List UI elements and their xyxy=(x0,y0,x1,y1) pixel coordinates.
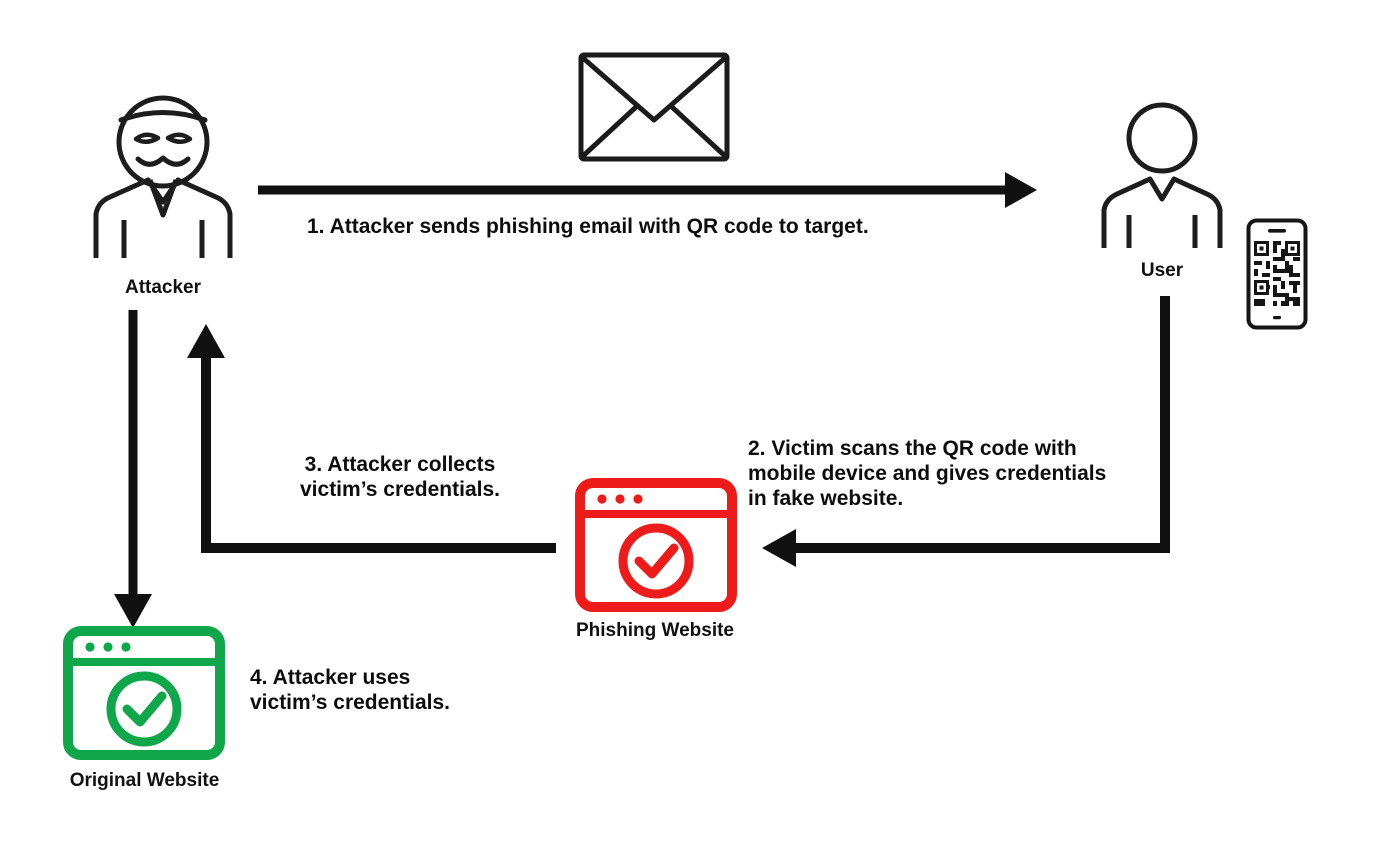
step-2-line-2: mobile device and gives credentials xyxy=(748,461,1107,485)
step-4-text: 4. Attacker uses victim’s credentials. xyxy=(250,666,450,716)
user-person-icon xyxy=(1101,102,1223,248)
envelope-icon-wrap xyxy=(578,52,730,162)
user-label: User xyxy=(1140,260,1184,281)
attacker-masked-person-icon xyxy=(93,95,233,258)
step-3-line-2: victim’s credentials. xyxy=(300,477,500,501)
phishing-website-node: Phishing Website xyxy=(575,478,750,642)
step-4-line-1: 4. Attacker uses xyxy=(250,666,411,689)
envelope-icon xyxy=(578,52,730,162)
step-3-line-1: 3. Attacker collects xyxy=(304,453,496,476)
smartphone-qr-code-icon xyxy=(1246,218,1308,330)
phishing-website-label: Phishing Website xyxy=(575,620,734,641)
step-2-text: 2. Victim scans the QR code with mobile … xyxy=(748,437,1106,511)
arrow-phishing-to-attacker xyxy=(187,324,556,553)
arrow-attacker-to-user xyxy=(258,172,1037,208)
step-2-line-1: 2. Victim scans the QR code with xyxy=(748,437,1077,460)
qr-matrix xyxy=(1254,241,1300,306)
step-1-text: 1. Attacker sends phishing email with QR… xyxy=(307,215,869,238)
attacker-node: Attacker xyxy=(88,92,238,299)
user-node: User xyxy=(1098,100,1226,282)
original-website-label: Original Website xyxy=(69,770,220,791)
step-2-line-3: in fake website. xyxy=(748,486,904,510)
original-website-node: Original Website xyxy=(63,626,233,792)
browser-window-check-icon xyxy=(575,478,737,612)
smartphone-node xyxy=(1246,218,1308,330)
step-3-text: 3. Attacker collects victim’s credential… xyxy=(275,453,525,503)
attacker-label: Attacker xyxy=(124,277,202,298)
arrow-user-to-phishing xyxy=(762,296,1170,567)
browser-window-check-icon xyxy=(63,626,225,760)
arrow-attacker-to-original xyxy=(114,310,152,628)
step-4-line-2: victim’s credentials. xyxy=(250,690,450,714)
